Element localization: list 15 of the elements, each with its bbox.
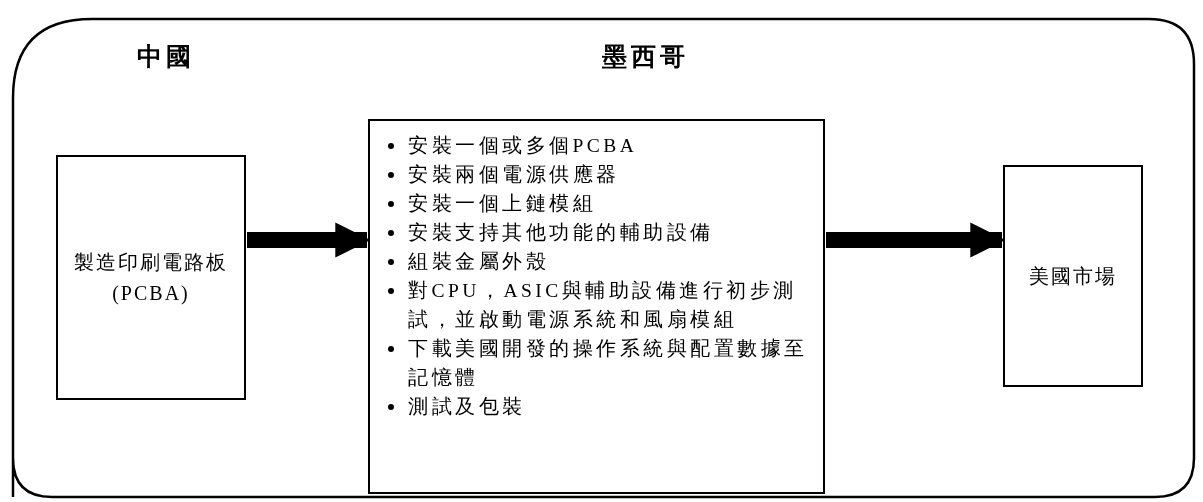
- region-heading: 中國: [137, 42, 195, 72]
- process-box: [56, 155, 246, 400]
- bullet-text: 安裝一個或多個PCBA: [408, 135, 638, 156]
- bullet-text: 安裝支持其他功能的輔助設備: [408, 222, 714, 243]
- bullet-text: 組裝金屬外殼: [408, 251, 549, 272]
- bullet-text: 測試及包裝: [408, 396, 526, 417]
- region-heading: 墨西哥: [602, 42, 689, 72]
- bullet-text: 安裝兩個電源供應器: [408, 164, 620, 185]
- bullet-text: 對CPU，ASIC與輔助設備進行初步測試，並啟動電源系統和風扇模組: [408, 280, 797, 330]
- bullet-text: 下載美國開發的操作系統與配置數據至記憶體: [408, 338, 808, 388]
- process-box: [368, 119, 825, 494]
- process-box: [1003, 165, 1143, 387]
- box-text: 美國市場: [1028, 263, 1118, 289]
- bullet-text: 安裝一個上鏈模組: [408, 193, 596, 214]
- box-text: 製造印刷電路板 (PCBA): [73, 249, 229, 306]
